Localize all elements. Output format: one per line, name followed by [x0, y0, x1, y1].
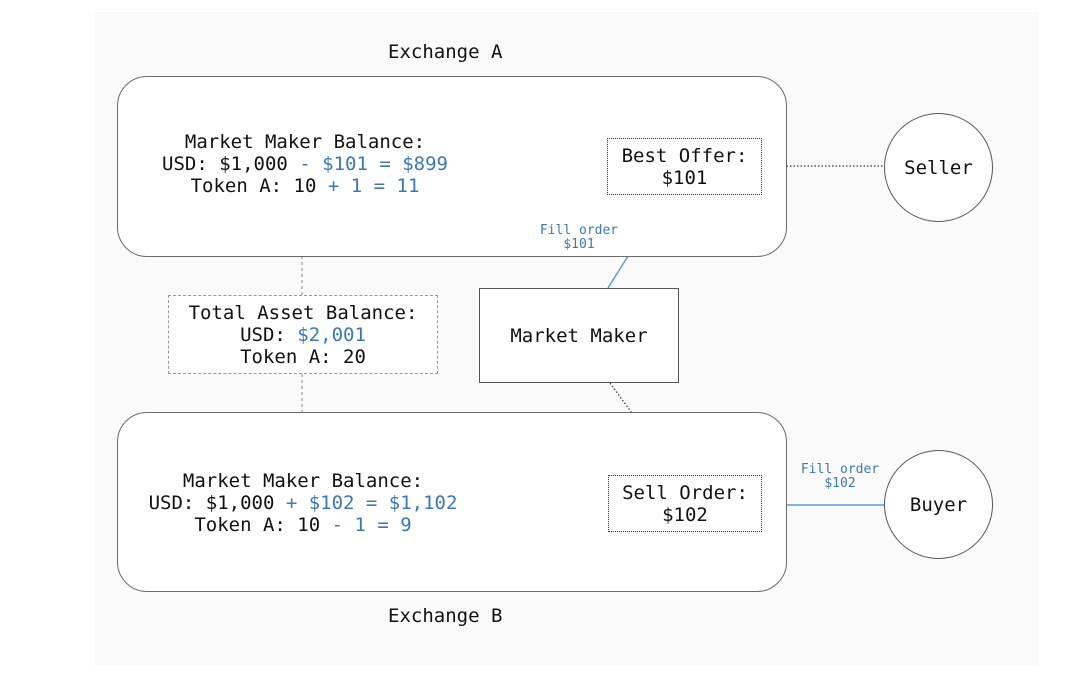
seller-node: Seller — [884, 113, 993, 222]
token-change: + 1 = 11 — [316, 175, 420, 197]
best-offer-label: Best Offer: — [621, 144, 748, 167]
fill-order-a-text: Fill order — [539, 223, 619, 238]
balance-heading: Market Maker Balance: — [184, 131, 426, 153]
balance-token: Token A: 10 - 1 = 9 — [128, 514, 478, 536]
total-usd-value: $2,001 — [297, 323, 366, 346]
usd-change: - $101 = $899 — [287, 153, 448, 175]
fill-order-b-text: Fill order — [800, 462, 880, 477]
total-usd: USD: $2,001 — [240, 324, 366, 346]
exchange-a-title: Exchange A — [388, 41, 503, 63]
total-asset-balance-box: Total Asset Balance: USD: $2,001 Token A… — [168, 295, 438, 374]
buyer-node: Buyer — [884, 450, 993, 559]
balance-heading: Market Maker Balance: — [182, 470, 424, 492]
best-offer-price: $101 — [661, 166, 708, 189]
exchange-a-balance: Market Maker Balance: USD: $1,000 - $101… — [145, 131, 465, 197]
seller-label: Seller — [904, 156, 973, 179]
usd-value: USD: $1,000 — [148, 492, 275, 514]
exchange-b-balance: Market Maker Balance: USD: $1,000 + $102… — [128, 470, 478, 536]
usd-change: + $102 = $1,102 — [274, 492, 458, 514]
total-token: Token A: 20 — [240, 345, 366, 368]
sell-order-box: Sell Order: $102 — [608, 475, 762, 532]
sell-order-label: Sell Order: — [622, 481, 748, 504]
fill-order-a-label: Fill order $101 — [535, 224, 623, 252]
sell-order-price: $102 — [662, 503, 708, 526]
total-usd-label: USD: — [240, 323, 298, 346]
balance-token: Token A: 10 + 1 = 11 — [145, 175, 465, 197]
total-heading: Total Asset Balance: — [188, 301, 418, 324]
market-maker-box: Market Maker — [479, 288, 679, 383]
balance-usd: USD: $1,000 - $101 = $899 — [145, 153, 465, 175]
token-value: Token A: 10 — [194, 514, 321, 536]
fill-order-a-price: $101 — [563, 237, 595, 252]
exchange-b-title: Exchange B — [388, 605, 503, 627]
best-offer-box: Best Offer: $101 — [607, 138, 762, 195]
market-maker-label: Market Maker — [510, 324, 648, 347]
balance-usd: USD: $1,000 + $102 = $1,102 — [128, 492, 478, 514]
fill-order-b-label: Fill order $102 — [796, 463, 884, 491]
usd-value: USD: $1,000 — [162, 153, 288, 175]
token-change: - 1 = 9 — [320, 514, 412, 536]
buyer-label: Buyer — [909, 493, 968, 516]
token-value: Token A: 10 — [190, 175, 317, 197]
fill-order-b-price: $102 — [824, 476, 856, 491]
